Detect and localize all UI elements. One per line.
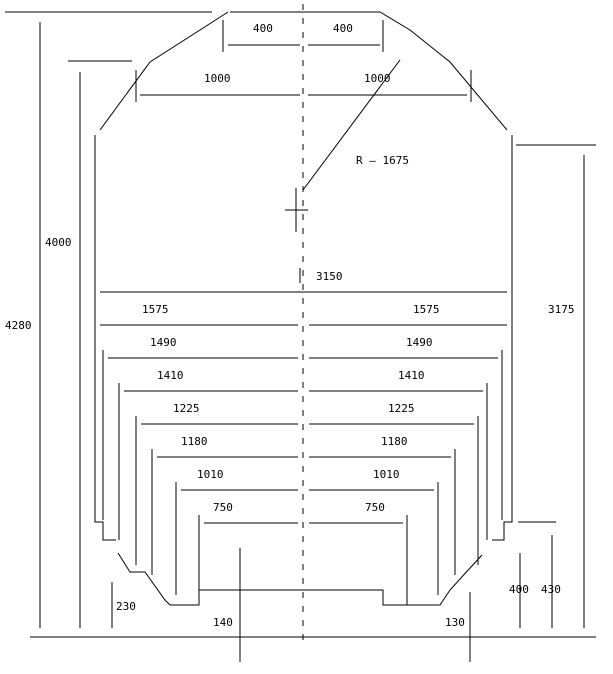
roof-left-contour [99,11,229,131]
width-1575-right: 1575 [413,303,440,316]
dim-130: 130 [445,616,465,629]
width-1225-left: 1225 [173,402,200,415]
dim-430: 430 [541,583,561,596]
dim-230: 230 [116,600,136,613]
profile-left-wall [94,135,116,541]
width-1010-left: 1010 [197,468,224,481]
width-1225-right: 1225 [388,402,415,415]
width-1180-right: 1180 [381,435,408,448]
width-1575-left: 1575 [142,303,169,316]
radius-label: R – 1675 [356,154,409,167]
width-1490-right: 1490 [406,336,433,349]
dim-3150: 3150 [316,270,343,283]
dim-400-left: 400 [253,22,273,35]
dim-4280: 4280 [5,319,32,332]
profile-right-wall [492,135,513,541]
width-750-right: 750 [365,501,385,514]
dim-3175: 3175 [548,303,575,316]
width-1490-left: 1490 [150,336,177,349]
width-750-left: 750 [213,501,233,514]
profile-bottom-contour [117,552,483,606]
dim-1000-right: 1000 [364,72,391,85]
width-1410-right: 1410 [398,369,425,382]
dim-400-right: 400 [333,22,353,35]
width-1410-left: 1410 [157,369,184,382]
width-1010-right: 1010 [373,468,400,481]
dim-1000-left: 1000 [204,72,231,85]
radius-line [302,59,401,191]
dim-400-right-step: 400 [509,583,529,596]
dim-140: 140 [213,616,233,629]
width-1180-left: 1180 [181,435,208,448]
roof-right-contour [379,11,508,131]
width-dim-rows: 1575 1575 1490 1490 1410 1410 1225 1225 … [100,291,507,605]
dim-4000: 4000 [45,236,72,249]
